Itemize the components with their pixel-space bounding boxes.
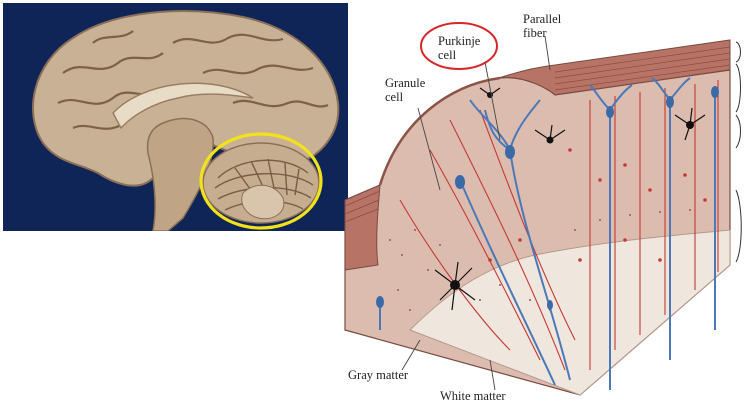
- cerebellar-cortex-diagram: Parallel fiber Purkinje cell Granule cel…: [340, 0, 750, 420]
- label-granule-cell: Granule cell: [385, 76, 426, 104]
- purkinje-label-circle: [420, 22, 498, 70]
- brain-sagittal-photo: [3, 3, 348, 231]
- label-white-matter: White matter: [440, 389, 506, 403]
- label-gray-matter: Gray matter: [348, 368, 409, 382]
- layer-brackets: [735, 41, 742, 263]
- label-purkinje-cell: Purkinje cell: [438, 34, 481, 62]
- cerebellum-highlight-circle: [199, 132, 323, 230]
- brain-illustration: [3, 3, 348, 231]
- cortex-block-illustration: [344, 22, 742, 396]
- label-parallel-fiber: Parallel fiber: [523, 12, 562, 40]
